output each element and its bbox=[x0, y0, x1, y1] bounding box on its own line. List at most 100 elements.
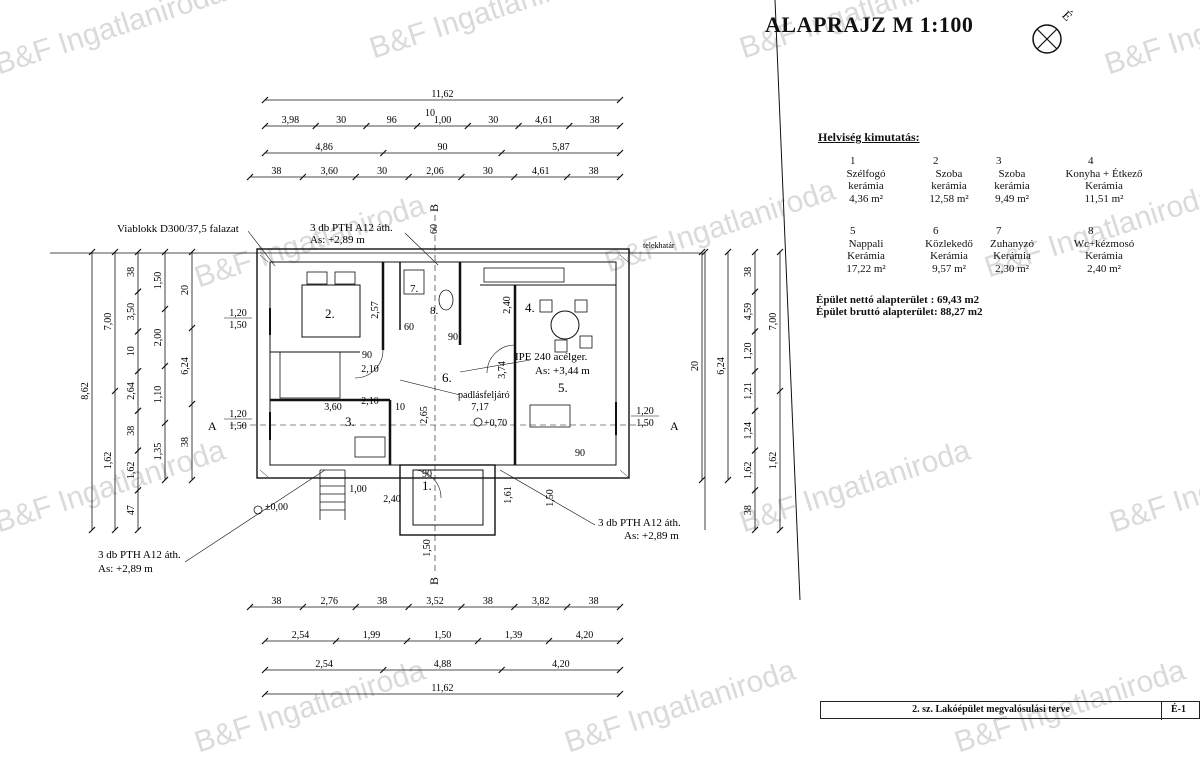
dimension-line bbox=[161, 362, 169, 370]
room-finish: kerámia bbox=[994, 180, 1030, 192]
dimension-line bbox=[299, 173, 307, 181]
lintel-left-label: 3 db PTH A12 áth. bbox=[98, 549, 181, 561]
dimension-label: 1,62 bbox=[768, 452, 779, 470]
dimension-line bbox=[261, 96, 269, 104]
dimension-line bbox=[698, 476, 706, 484]
section-a-right: A bbox=[670, 419, 679, 433]
dimension-label: 38 bbox=[126, 267, 137, 277]
dimension-label: 3,98 bbox=[282, 115, 300, 126]
dimension-line bbox=[403, 637, 411, 645]
dimension-label: 1,50 bbox=[434, 630, 452, 641]
dimension-label: 38 bbox=[377, 596, 387, 607]
dimension-label: 1,20 bbox=[229, 308, 247, 319]
dimension-line bbox=[751, 328, 759, 335]
dimension-line bbox=[751, 407, 759, 415]
dimension-label: 96 bbox=[387, 115, 397, 126]
plot-line-label: telekhatár bbox=[643, 241, 675, 250]
room-finish: Kerámia bbox=[993, 250, 1031, 262]
dimension-label: 3,52 bbox=[426, 596, 444, 607]
dimension-label: 4,61 bbox=[535, 115, 553, 126]
dimension-label: 2,40 bbox=[383, 494, 401, 505]
dimension-line bbox=[134, 486, 142, 494]
room-label-7: 7. bbox=[410, 283, 419, 295]
room-num: 7 bbox=[996, 225, 1002, 237]
attic-access-label: padlásfeljáró bbox=[458, 390, 510, 401]
section-a-left: A bbox=[208, 419, 217, 433]
room-finish: Kerámia bbox=[1085, 180, 1123, 192]
dimension-label: 7,00 bbox=[768, 313, 779, 331]
dimension-label: 90 bbox=[438, 142, 448, 153]
dimension-label: 11,62 bbox=[431, 89, 453, 100]
dimension-line bbox=[352, 603, 360, 611]
dimension-line bbox=[134, 328, 142, 335]
dimension-line bbox=[545, 637, 553, 645]
room-name: Konyha + Étkező bbox=[1065, 167, 1143, 180]
dimension-line bbox=[464, 122, 472, 130]
dimension-line bbox=[261, 122, 269, 130]
dimension-label: 30 bbox=[336, 115, 346, 126]
dimension-line bbox=[563, 173, 571, 181]
dimension-line bbox=[161, 305, 169, 313]
dimension-line bbox=[776, 248, 784, 256]
dimension-line bbox=[134, 288, 142, 296]
sheet-frame bbox=[774, 0, 801, 601]
lintel-right-label: 3 db PTH A12 áth. bbox=[598, 517, 681, 529]
dimension-label: 2,06 bbox=[426, 166, 444, 177]
dimension-line bbox=[379, 149, 387, 157]
dimension-line bbox=[751, 486, 759, 494]
room-area: 11,51 m² bbox=[1084, 192, 1124, 205]
dimension-line bbox=[363, 122, 370, 130]
dimension-label: 90 bbox=[575, 448, 585, 459]
dimension-line bbox=[474, 637, 482, 645]
dimension-line bbox=[724, 476, 732, 484]
dimension-label: 38 bbox=[271, 166, 281, 177]
dimension-label: 38 bbox=[126, 426, 137, 436]
dimension-line bbox=[698, 248, 706, 256]
section-b-top: B bbox=[427, 204, 441, 212]
dimension-label: 38 bbox=[743, 505, 754, 515]
room-area: 9,57 m² bbox=[932, 262, 966, 275]
dimension-line bbox=[379, 666, 387, 674]
dimension-label: 1,39 bbox=[505, 630, 523, 641]
dimension-line bbox=[616, 96, 624, 104]
dimension-label: 8,62 bbox=[80, 382, 91, 400]
beam-label: IPE 240 acélger. bbox=[515, 351, 588, 363]
lintel-top-elevation: As: +2,89 m bbox=[310, 234, 365, 246]
dimension-label: 3,50 bbox=[126, 303, 137, 321]
dimension-line bbox=[299, 603, 307, 611]
dimension-label: 1,20 bbox=[229, 409, 247, 420]
dimension-line bbox=[405, 173, 412, 181]
dimension-label: 4,61 bbox=[532, 166, 550, 177]
dimension-label: 90 bbox=[422, 469, 432, 480]
room-name: Szoba bbox=[998, 167, 1026, 180]
room-name: Közlekedő bbox=[925, 237, 973, 250]
room-schedule-title: Helviség kimutatás: bbox=[818, 130, 920, 144]
dimension-label: 1,00 bbox=[434, 115, 452, 126]
dimension-line bbox=[498, 149, 506, 157]
dimension-line bbox=[134, 248, 142, 256]
dimension-line bbox=[616, 603, 624, 611]
dimension-label: 3,74 bbox=[497, 361, 508, 379]
dimension-line bbox=[498, 666, 506, 674]
dimension-label: 1,50 bbox=[229, 320, 247, 331]
wall-note: Viablokk D300/37,5 falazat bbox=[117, 223, 239, 235]
room-label-1: 1. bbox=[422, 478, 432, 493]
dimension-label: 1,62 bbox=[103, 452, 114, 470]
dimension-label: 3,82 bbox=[532, 596, 550, 607]
dimension-line bbox=[515, 122, 522, 130]
room-finish: kerámia bbox=[931, 180, 967, 192]
room-name: Szélfogó bbox=[846, 167, 886, 180]
dimension-label: 1,61 bbox=[503, 486, 514, 504]
room-num: 8 bbox=[1088, 225, 1094, 237]
dimension-label: 60 bbox=[404, 322, 414, 333]
room-finish: Kerámia bbox=[930, 250, 968, 262]
dimension-line bbox=[188, 248, 196, 256]
room-name: Nappali bbox=[848, 237, 884, 250]
dimension-line bbox=[701, 248, 709, 256]
dimension-line bbox=[565, 122, 573, 130]
dimension-line bbox=[405, 603, 412, 611]
dimension-line bbox=[188, 400, 196, 408]
